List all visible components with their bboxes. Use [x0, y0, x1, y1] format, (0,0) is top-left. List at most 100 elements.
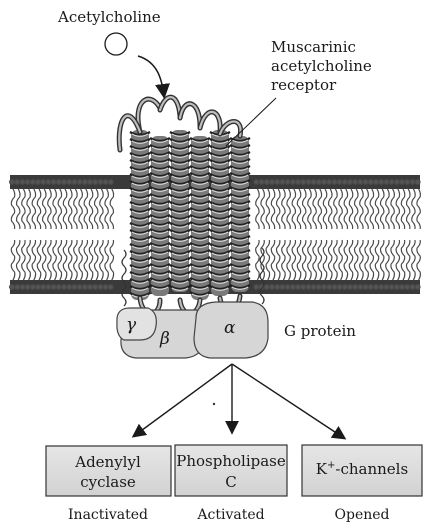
lipid-headgroup	[264, 285, 269, 290]
lipid-tail	[256, 189, 259, 229]
lipid-tail	[381, 189, 384, 229]
lipid-tail	[292, 189, 295, 229]
lipid-headgroup	[254, 285, 259, 290]
lipid-tail	[22, 240, 25, 280]
lipid-headgroup	[301, 180, 306, 185]
lipid-headgroup	[353, 180, 358, 185]
effector-adenylyl-cyclase: Adenylyl cyclase Inactivated	[46, 446, 171, 523]
lipid-headgroup	[41, 180, 46, 185]
lipid-tail	[287, 240, 290, 280]
effector-state: Activated	[196, 507, 264, 523]
lipid-tail	[370, 189, 373, 229]
lipid-tail	[89, 189, 92, 229]
lipid-headgroup	[67, 285, 72, 290]
lipid-headgroup	[56, 180, 61, 185]
lipid-tail	[11, 189, 14, 229]
lipid-tail	[27, 240, 30, 280]
lipid-headgroup	[82, 180, 87, 185]
lipid-tail	[313, 240, 316, 280]
lipid-headgroup	[254, 180, 259, 185]
effector-phospholipase-c: Phospholipase C Activated	[175, 445, 287, 523]
lipid-headgroup	[394, 180, 399, 185]
lipid-tail	[27, 189, 30, 229]
lipid-tail	[53, 240, 56, 280]
lipid-headgroup	[374, 285, 379, 290]
lipid-headgroup	[368, 180, 373, 185]
lipid-tail	[74, 189, 77, 229]
lipid-headgroup	[384, 285, 389, 290]
lipid-tail	[318, 240, 321, 280]
lipid-headgroup	[30, 180, 35, 185]
lipid-tail	[318, 189, 321, 229]
lipid-headgroup	[353, 285, 358, 290]
lipid-tail	[271, 189, 274, 229]
lipid-headgroup	[368, 285, 373, 290]
lipid-headgroup	[327, 285, 332, 290]
effector-name-line2: cyclase	[80, 473, 136, 491]
lipid-headgroup	[290, 180, 295, 185]
lipid-headgroup	[327, 180, 332, 185]
lipid-tail	[266, 240, 269, 280]
lipid-tail	[375, 240, 378, 280]
lipid-tail	[277, 189, 280, 229]
lipid-tail	[110, 240, 113, 280]
lipid-headgroup	[415, 285, 420, 290]
lipid-tail	[58, 189, 61, 229]
lipid-tail	[261, 189, 264, 229]
lipid-headgroup	[306, 180, 311, 185]
lipid-tail	[339, 189, 342, 229]
lipid-tail	[287, 189, 290, 229]
lipid-headgroup	[88, 285, 93, 290]
lipid-headgroup	[322, 285, 327, 290]
lipid-tail	[69, 189, 72, 229]
lipid-tail	[344, 189, 347, 229]
lipid-headgroup	[275, 180, 280, 185]
lipid-headgroup	[405, 180, 410, 185]
lipid-headgroup	[389, 285, 394, 290]
extracellular-loop	[160, 97, 180, 116]
lipid-headgroup	[275, 285, 280, 290]
lipid-headgroup	[306, 285, 311, 290]
lipid-headgroup	[51, 285, 56, 290]
lipid-tail	[79, 189, 82, 229]
lipid-headgroup	[15, 180, 20, 185]
acetylcholine-molecule	[105, 33, 127, 55]
lipid-headgroup	[270, 180, 275, 185]
lipid-headgroup	[62, 285, 67, 290]
lipid-tail	[277, 240, 280, 280]
lipid-tail	[110, 189, 113, 229]
lipid-tail	[349, 240, 352, 280]
lipid-headgroup	[108, 180, 113, 185]
transmembrane-helix	[230, 136, 250, 292]
lipid-headgroup	[20, 180, 25, 185]
lipid-tail	[391, 240, 394, 280]
lipid-tail	[53, 189, 56, 229]
effector-state: Inactivated	[68, 507, 148, 523]
lipid-headgroup	[20, 285, 25, 290]
lipid-headgroup	[98, 180, 103, 185]
lipid-tail	[37, 189, 40, 229]
acetylcholine-label: Acetylcholine	[57, 8, 161, 26]
lipid-tail	[412, 189, 415, 229]
lipid-headgroup	[405, 285, 410, 290]
lipid-headgroup	[46, 180, 51, 185]
lipid-tail	[32, 189, 35, 229]
lipid-headgroup	[394, 285, 399, 290]
lipid-headgroup	[88, 180, 93, 185]
lipid-headgroup	[56, 285, 61, 290]
lipid-headgroup	[36, 285, 41, 290]
effector-state: Opened	[335, 507, 390, 523]
lipid-headgroup	[77, 180, 82, 185]
lipid-tail	[271, 240, 274, 280]
transmembrane-helix	[130, 130, 150, 300]
lipid-tail	[100, 189, 103, 229]
lipid-tail	[84, 189, 87, 229]
lipid-tail	[391, 189, 394, 229]
lipid-tail	[95, 240, 98, 280]
lipid-tail	[297, 189, 300, 229]
lipid-tail	[282, 189, 285, 229]
lipid-headgroup	[332, 180, 337, 185]
lipid-tail	[365, 189, 368, 229]
lipid-headgroup	[410, 180, 415, 185]
